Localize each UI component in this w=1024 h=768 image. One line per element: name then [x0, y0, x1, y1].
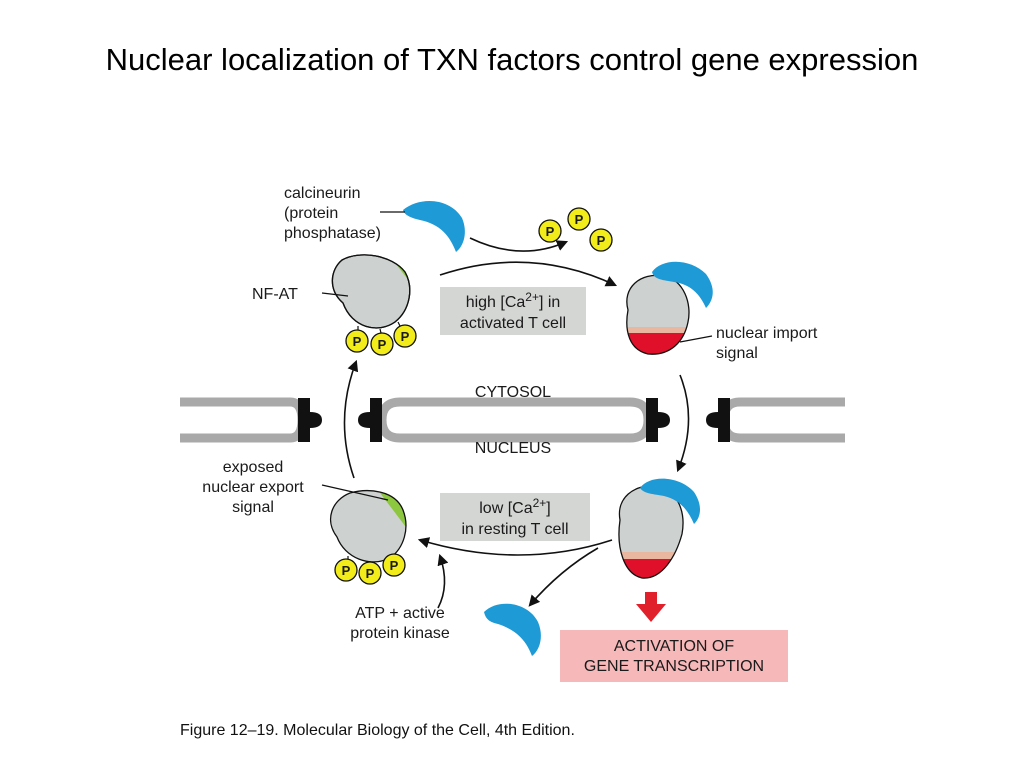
export-signal-pointer-line: [321, 484, 389, 501]
high-box-text-pre: high [Ca: [466, 294, 526, 311]
nuclear-membrane: [180, 397, 845, 443]
import-arrow: [676, 374, 690, 473]
high-calcium-box: high [Ca2+] in activated T cell: [440, 287, 586, 335]
high-box-text-post: ] in: [539, 294, 560, 311]
svg-text:P: P: [390, 558, 399, 573]
svg-text:P: P: [353, 334, 362, 349]
svg-text:P: P: [366, 566, 375, 581]
activation-arrow: [636, 592, 666, 622]
high-box-text-sup: 2+: [525, 290, 539, 304]
nfat-phosphorylated-top: P P P: [331, 254, 417, 356]
top-transition-arrow: [439, 261, 618, 287]
high-box-text-line2: activated T cell: [460, 315, 566, 332]
activation-text-line2: GENE TRANSCRIPTION: [584, 658, 764, 675]
nfat-phosphorylated-nucleus: P P P: [330, 490, 407, 585]
svg-text:low [Ca2+]: low [Ca2+]: [479, 496, 551, 517]
calcineurin-shape-top: [403, 200, 465, 252]
export-signal-label-line2: nuclear export: [202, 479, 304, 496]
kinase-label-line1: ATP + active: [355, 605, 445, 622]
bottom-transition-arrow: [417, 537, 613, 556]
export-arrow: [343, 359, 359, 479]
nuclear-import-label-line1: nuclear import: [716, 325, 818, 342]
nuclear-pore-left: [298, 398, 382, 442]
activation-box: ACTIVATION OF GENE TRANSCRIPTION: [560, 630, 788, 682]
figure-caption: Figure 12–19. Molecular Biology of the C…: [180, 722, 575, 739]
calcineurin-label-line1: calcineurin: [284, 185, 360, 202]
nuclear-import-pointer-line: [679, 335, 713, 343]
nuclear-pore-right: [646, 398, 730, 442]
svg-text:high [Ca2+] in: high [Ca2+] in: [466, 290, 561, 311]
low-calcium-box: low [Ca2+] in resting T cell: [440, 493, 590, 541]
export-signal-label-line1: exposed: [223, 459, 284, 476]
cytosol-label: CYTOSOL: [475, 384, 551, 401]
svg-text:P: P: [575, 212, 584, 227]
svg-text:P: P: [342, 563, 351, 578]
kinase-arrow: [437, 553, 449, 609]
calcineurin-label-line3: phosphatase): [284, 225, 381, 242]
nfat-pointer-line: [321, 292, 349, 297]
low-box-text-pre: low [Ca: [479, 500, 532, 517]
low-box-text-post: ]: [546, 500, 550, 517]
phosphate-release-arrow: [469, 237, 569, 252]
svg-text:P: P: [546, 224, 555, 239]
slide-title: Nuclear localization of TXN factors cont…: [105, 42, 919, 77]
nucleus-label: NUCLEUS: [475, 440, 551, 457]
released-phosphates: P P P: [538, 207, 613, 252]
export-signal-label-line3: signal: [232, 499, 274, 516]
calcineurin-shape-bottom: [484, 603, 541, 656]
nfat-label: NF-AT: [252, 286, 298, 303]
svg-text:P: P: [401, 329, 410, 344]
svg-text:P: P: [378, 337, 387, 352]
nuclear-import-label-line2: signal: [716, 345, 758, 362]
activation-text-line1: ACTIVATION OF: [614, 638, 735, 655]
low-box-text-line2: in resting T cell: [461, 521, 568, 538]
low-box-text-sup: 2+: [533, 496, 547, 510]
kinase-label-line2: protein kinase: [350, 625, 450, 642]
calcineurin-release-arrow: [528, 547, 599, 607]
svg-text:P: P: [597, 233, 606, 248]
nfat-calcineurin-complex-top: [626, 261, 713, 355]
nfat-calcineurin-complex-nucleus: [618, 478, 700, 579]
calcineurin-label-line2: (protein: [284, 205, 338, 222]
